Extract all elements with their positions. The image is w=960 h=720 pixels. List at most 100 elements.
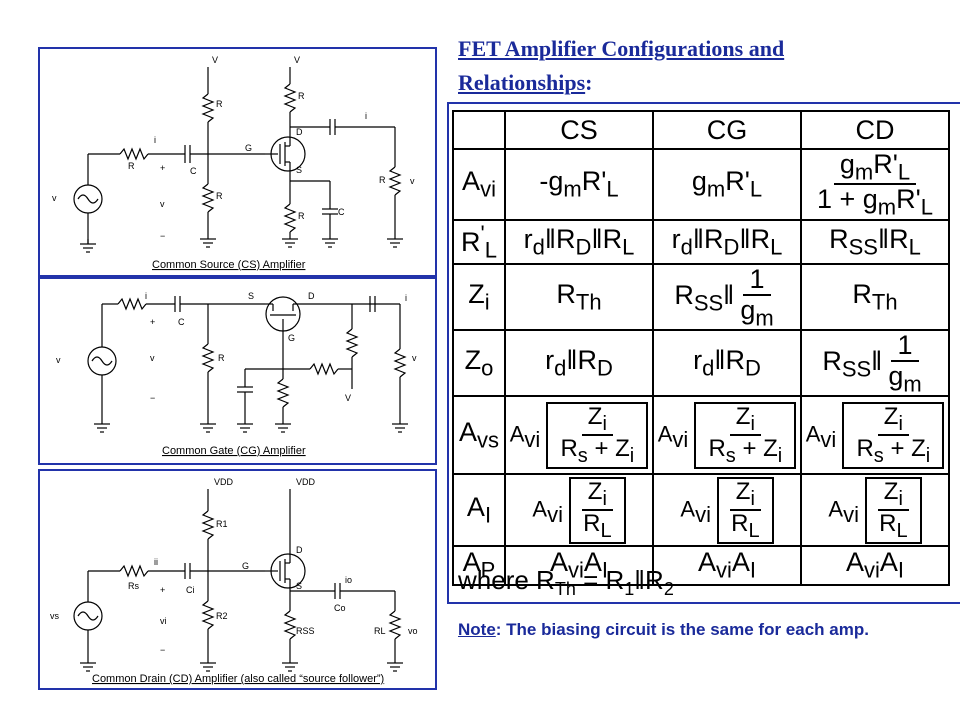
row-label-zo: Zo — [452, 329, 506, 398]
row-label-zi-sub: i — [484, 289, 490, 315]
cg-plus-label: + — [150, 317, 155, 327]
cg-circuit-diagram: S D G i i C R v v v V + − Common Gate (C… — [56, 291, 417, 457]
cd-rss-label: RSS — [296, 626, 315, 636]
cd-co-label: Co — [334, 603, 346, 613]
cell-cs-avi: -gmR'L — [504, 148, 654, 221]
heading-line2-text: Relationships — [458, 70, 586, 95]
cs-iout-label: i — [365, 111, 367, 121]
row-label-ai-main: A — [466, 492, 485, 523]
cell-cd-rl: RSS‖RL — [800, 218, 950, 266]
row-label-avi: Avi — [452, 148, 506, 221]
cs-minus-label: − — [160, 231, 165, 241]
row-label-avs-main: A — [458, 417, 477, 448]
cell-cs-zo: rd‖RD — [504, 329, 654, 398]
cd-d-label: D — [296, 545, 303, 555]
row-label-avi-main: A — [462, 166, 481, 197]
cs-vo-label: v — [410, 176, 415, 186]
cd-caption: Common Drain (CD) Amplifier (also called… — [92, 673, 384, 685]
cd-plus-label: + — [160, 585, 165, 595]
cd-r2-label: R2 — [216, 611, 228, 621]
cell-cg-ap: AviAI — [652, 545, 802, 586]
cd-vi-label: vi — [160, 616, 167, 626]
row-label-ai-sub: I — [484, 502, 492, 528]
cg-vcc-label: V — [345, 393, 351, 403]
table-corner-cell — [452, 110, 506, 150]
cd-rs-label: Rs — [128, 581, 139, 591]
row-label-zo-sub: o — [481, 355, 494, 381]
where-rth-equation: where RTh = R1‖R2 — [458, 565, 674, 600]
row-label-ai: AI — [452, 473, 506, 548]
cs-vdd2-label: V — [294, 55, 300, 65]
heading-line1: FET Amplifier Configurations and — [458, 36, 785, 61]
cg-s-label: S — [248, 291, 254, 301]
cs-css-label: C — [338, 207, 345, 217]
cs-rl-label: R — [379, 175, 386, 185]
cg-vs-label: v — [56, 355, 61, 365]
cg-minus-label: − — [150, 393, 155, 403]
row-label-rl-sub: L — [484, 237, 497, 263]
cell-cs-zi: RTh — [504, 263, 654, 332]
cg-vo-label: v — [412, 353, 417, 363]
table-header-cg: CG — [652, 110, 802, 150]
row-label-avs: Avs — [452, 395, 506, 476]
cd-vs-label: vs — [50, 611, 60, 621]
row-label-rl-prime: ' — [480, 220, 485, 246]
row-label-rl: R'L — [452, 218, 506, 266]
cd-vdd1-label: VDD — [214, 477, 234, 487]
biasing-note: Note: The biasing circuit is the same fo… — [458, 620, 869, 640]
note-label: Note — [458, 620, 496, 639]
cell-cs-rl: rd‖RD‖RL — [504, 218, 654, 266]
cs-rss-label: R — [298, 211, 305, 221]
row-label-zi: Zi — [452, 263, 506, 332]
cd-rl-label: RL — [374, 626, 386, 636]
row-label-ap-main: A — [462, 547, 481, 578]
cg-g-label: G — [288, 333, 295, 343]
cs-plus-label: + — [160, 163, 165, 173]
cs-circuit-diagram: V V R R i i C R R R C R G D S v v v + − … — [52, 55, 415, 271]
heading-colon: : — [585, 70, 593, 95]
cell-cd-ap: AviAI — [800, 545, 950, 586]
cell-cs-ap: AviAI — [504, 545, 654, 586]
cs-g-label: G — [245, 143, 252, 153]
cd-io-label: io — [345, 575, 352, 585]
row-label-ap-sub: P — [480, 557, 496, 583]
cd-g-label: G — [242, 561, 249, 571]
cs-cin-label: C — [190, 166, 197, 176]
cg-caption: Common Gate (CG) Amplifier — [162, 445, 306, 457]
cs-circuit-panel: V V R R i i C R R R C R G D S v v v + − … — [38, 47, 437, 277]
cell-cg-rl: rd‖RD‖RL — [652, 218, 802, 266]
cell-cg-zo: rd‖RD — [652, 329, 802, 398]
cd-ci-label: Ci — [186, 585, 195, 595]
where-text: where R — [458, 565, 555, 595]
cd-s-label: S — [296, 581, 302, 591]
cg-d-label: D — [308, 291, 315, 301]
cell-cd-zi: RTh — [800, 263, 950, 332]
row-label-zo-main: Z — [464, 345, 482, 376]
cs-r1-label: R — [216, 99, 223, 109]
note-text: : The biasing circuit is the same for ea… — [495, 620, 869, 639]
row-label-avi-sub: vi — [480, 176, 496, 202]
cg-iin-label: i — [145, 291, 147, 301]
cs-rd-label: R — [298, 91, 305, 101]
cs-caption: Common Source (CS) Amplifier — [152, 259, 306, 271]
cs-d-label: D — [296, 127, 303, 137]
cg-vi-label: v — [150, 353, 155, 363]
cs-vs-label: v — [52, 193, 57, 203]
cd-ii-label: ii — [154, 557, 158, 567]
cd-vo-label: vo — [408, 626, 418, 636]
row-label-rl-main: R — [461, 226, 481, 257]
cell-cg-avi: gmR'L — [652, 148, 802, 221]
row-label-ap: AP — [452, 545, 506, 586]
row-label-avs-sub: vs — [477, 427, 499, 453]
cd-circuit-diagram: VDD VDD R1 R2 Rs RSS RL Ci Co ii io vs v… — [50, 477, 418, 685]
cs-r2-label: R — [216, 191, 223, 201]
cs-vi-label: v — [160, 199, 165, 209]
